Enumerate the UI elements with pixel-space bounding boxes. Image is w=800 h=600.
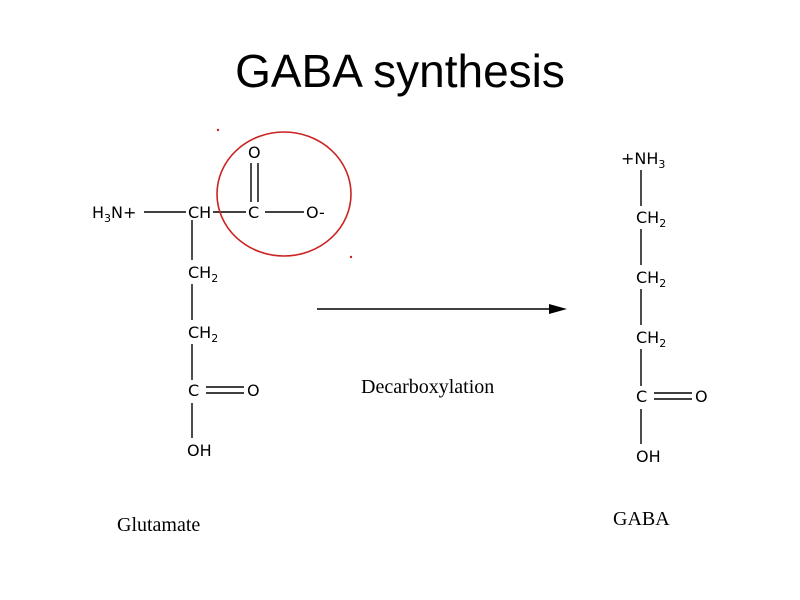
glutamate-terminal-carbon: C	[188, 381, 199, 400]
reaction-arrow: Decarboxylation	[317, 304, 567, 398]
gaba-ch2-1: CH2	[636, 208, 666, 230]
gaba-ch2-3: CH2	[636, 328, 666, 350]
arrow-head	[549, 304, 567, 314]
glutamate-ch2-1: CH2	[188, 263, 218, 285]
glutamate-alpha-carbon: CH	[188, 203, 211, 222]
gaba-structure: +NH3 CH2 CH2 CH2 C O OH GABA	[613, 149, 708, 530]
glutamate-carboxyl-oxygen-top: O	[248, 143, 261, 162]
glutamate-carboxyl-carbon: C	[248, 203, 259, 222]
gaba-terminal-oh: OH	[636, 447, 661, 466]
highlight-dot-top	[216, 128, 220, 132]
glutamate-terminal-oxygen: O	[247, 381, 260, 400]
reaction-label: Decarboxylation	[361, 376, 494, 398]
glutamate-terminal-oh: OH	[187, 441, 212, 460]
gaba-caption: GABA	[613, 508, 670, 530]
glutamate-amino-group: H3N+	[92, 203, 136, 225]
gaba-terminal-carbon: C	[636, 387, 647, 406]
glutamate-ch2-2: CH2	[188, 323, 218, 345]
glutamate-structure: H3N+ CH C O O- CH2 CH2 C O	[92, 128, 353, 536]
glutamate-carboxyl-oxygen-side: O-	[306, 203, 325, 222]
gaba-ch2-2: CH2	[636, 268, 666, 290]
glutamate-caption: Glutamate	[117, 514, 200, 536]
carboxyl-highlight-circle	[216, 131, 352, 257]
highlight-dot-bottom	[349, 255, 353, 259]
gaba-terminal-oxygen: O	[695, 387, 708, 406]
gaba-amino-group: +NH3	[621, 149, 665, 171]
slide-title: GABA synthesis	[235, 45, 565, 97]
